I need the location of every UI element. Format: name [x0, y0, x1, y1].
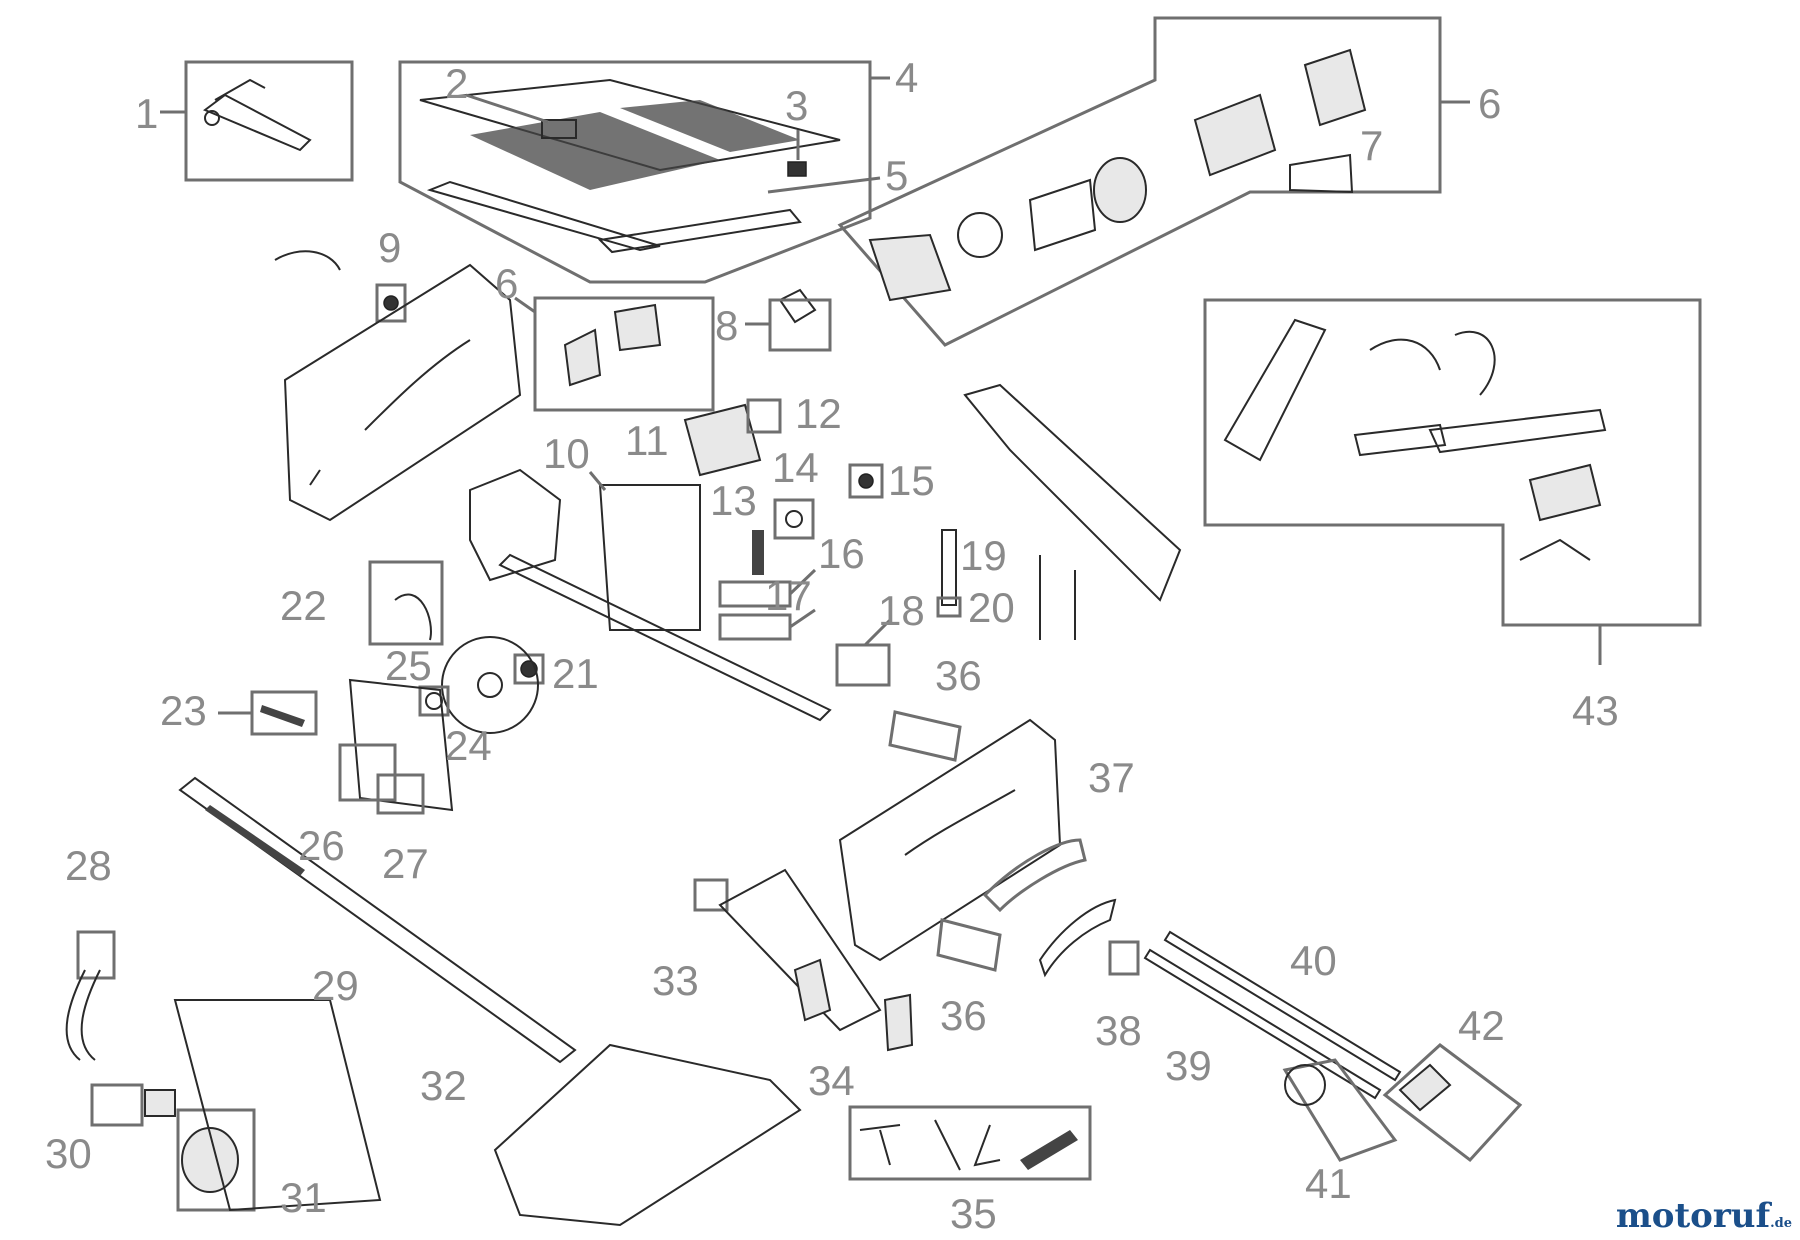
callout-19: 19 — [960, 532, 1007, 579]
watermark-name: motoruf — [1615, 1196, 1771, 1236]
part-36-plate-lower — [936, 918, 1002, 972]
part-33-switch — [693, 868, 882, 1032]
callout-10: 10 — [543, 430, 590, 477]
callout-18: 18 — [878, 587, 925, 634]
part-31-dust-bag — [173, 999, 382, 1212]
callout-8: 8 — [715, 302, 738, 349]
part-43-rip-fence — [1203, 298, 1702, 665]
callout-20: 20 — [968, 584, 1015, 631]
part-36-plate-upper — [888, 710, 962, 762]
callout-35: 35 — [950, 1190, 997, 1237]
callout-15: 15 — [888, 457, 935, 504]
right-table-extension — [963, 383, 1182, 640]
callout-26: 26 — [298, 822, 345, 869]
part-4-table-assembly — [398, 60, 890, 284]
callout-14: 14 — [772, 444, 819, 491]
callout-23: 23 — [160, 687, 207, 734]
callout-43: 43 — [1572, 687, 1619, 734]
callout-37: 37 — [1088, 754, 1135, 801]
part-15-knob — [848, 463, 884, 499]
callout-25: 25 — [385, 642, 432, 689]
callout-42: 42 — [1458, 1002, 1505, 1049]
callout-3: 3 — [785, 82, 808, 129]
callout-38: 38 — [1095, 1007, 1142, 1054]
callout-33: 33 — [652, 957, 699, 1004]
part-34-bracket — [793, 958, 914, 1052]
part-6-switch-box — [514, 296, 715, 412]
callout-40: 40 — [1290, 937, 1337, 984]
right-side-frame — [838, 718, 1062, 962]
callout-29: 29 — [312, 962, 359, 1009]
watermark-tld: .de — [1770, 1216, 1792, 1231]
callout-34: 34 — [808, 1057, 855, 1104]
part-28-dust-adapter — [65, 930, 116, 1061]
callout-6b: 6 — [495, 260, 518, 307]
callout-16: 16 — [818, 530, 865, 577]
callout-1: 1 — [135, 90, 158, 137]
part-30-connector — [90, 1083, 176, 1127]
callout-32: 32 — [420, 1062, 467, 1109]
callout-41: 41 — [1305, 1160, 1352, 1207]
part-21-washer — [513, 653, 545, 685]
callout-12: 12 — [795, 390, 842, 437]
callout-31: 31 — [280, 1174, 327, 1221]
part-14-plate — [773, 498, 815, 540]
callout-2: 2 — [445, 60, 468, 107]
part-1-blade-guard — [160, 60, 354, 182]
part-19-20-rod — [936, 529, 962, 618]
part-9-bracket — [375, 283, 407, 323]
part-29-rail — [178, 776, 577, 1064]
callout-13: 13 — [710, 477, 757, 524]
callout-39: 39 — [1165, 1042, 1212, 1089]
part-24-saw-blade — [441, 636, 539, 734]
part-22-guard — [368, 560, 444, 646]
part-38-clip — [1108, 940, 1140, 976]
callout-21: 21 — [552, 650, 599, 697]
callout-24: 24 — [445, 722, 492, 769]
part-41-handwheel — [1282, 1058, 1398, 1162]
part-13-spring — [752, 530, 764, 575]
callout-4: 4 — [895, 54, 918, 101]
callout-labels: 1 2 3 4 5 6 7 8 9 6 10 11 12 13 14 15 16… — [45, 54, 1619, 1237]
part-16-17-brackets — [718, 568, 817, 641]
callout-6a: 6 — [1478, 80, 1501, 127]
part-6-motor-assembly — [745, 16, 1470, 352]
callout-36a: 36 — [935, 652, 982, 699]
callout-22: 22 — [280, 582, 327, 629]
callout-9: 9 — [378, 224, 401, 271]
callout-17: 17 — [765, 572, 812, 619]
callout-7: 7 — [1360, 122, 1383, 169]
callout-30: 30 — [45, 1130, 92, 1177]
part-18-plate — [835, 618, 892, 687]
part-39-40-rails — [1143, 930, 1402, 1100]
callout-11: 11 — [625, 417, 669, 464]
part-42-handle — [1382, 1043, 1523, 1163]
part-35-tool-kit — [848, 1105, 1092, 1181]
part-27-cover — [338, 678, 454, 815]
callout-28: 28 — [65, 842, 112, 889]
part-10-trunnion — [469, 468, 832, 722]
part-23-spindle — [218, 690, 318, 736]
callout-5: 5 — [885, 152, 908, 199]
callout-36b: 36 — [940, 992, 987, 1039]
callout-27: 27 — [382, 840, 429, 887]
part-32-base-frame — [493, 1043, 802, 1227]
part-37-curved-rail — [982, 838, 1117, 978]
part-11-motor-housing — [683, 398, 782, 477]
watermark-logo: motoruf.de — [1616, 1196, 1792, 1236]
left-side-frame — [274, 250, 522, 522]
